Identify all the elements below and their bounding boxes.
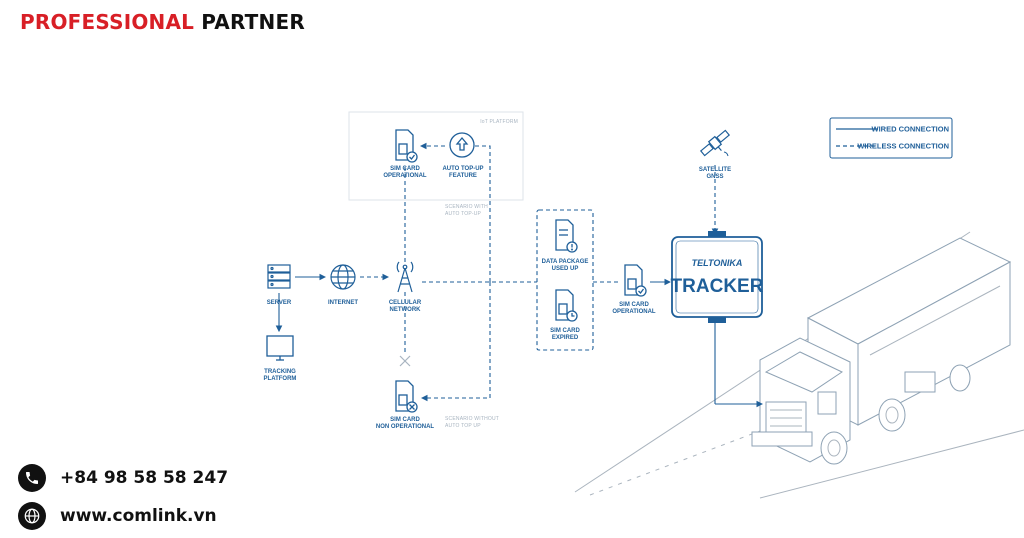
tracking-platform-node: TRACKING PLATFORM <box>264 335 297 382</box>
server-node: SERVER <box>267 264 292 306</box>
legend-wireless-label: WIRELESS CONNECTION <box>857 142 949 151</box>
scenario-without-line2: AUTO TOP UP <box>445 423 481 429</box>
sim-card-operational-top: SIM CARD OPERATIONAL <box>383 129 427 179</box>
brand-partner: PARTNER <box>201 10 305 34</box>
tracker-name: TRACKER <box>671 276 764 297</box>
sim-expired-line2: EXPIRED <box>552 335 579 341</box>
legend: WIRED CONNECTION WIRELESS CONNECTION <box>829 117 953 159</box>
phone-icon <box>18 464 46 492</box>
truck-illustration <box>574 231 1024 499</box>
internet-label: INTERNET <box>328 300 358 306</box>
iot-platform-group: IoT PLATFORM <box>348 111 524 201</box>
auto-topup-feature: AUTO TOP-UP FEATURE <box>442 132 484 179</box>
sim-card-icon <box>395 380 418 413</box>
tracker-brand: TELTONIKA <box>692 258 743 268</box>
page-header: PROFESSIONAL PARTNER <box>20 10 305 34</box>
sim-card-icon <box>624 264 647 297</box>
server-label: SERVER <box>267 300 292 306</box>
legend-wired-label: WIRED CONNECTION <box>872 125 950 134</box>
internet-node: INTERNET <box>328 264 358 306</box>
sim-card-non-operational: SIM CARD NON OPERATIONAL <box>376 380 435 430</box>
document-alert-icon <box>555 219 578 253</box>
sim-card-operational-right: SIM CARD OPERATIONAL <box>612 264 656 315</box>
sim-operational-right-line2: OPERATIONAL <box>612 309 656 315</box>
satellite-icon <box>699 129 731 157</box>
data-package-line1: DATA PACKAGE <box>542 259 589 265</box>
sim-card-icon <box>395 129 418 163</box>
website-contact[interactable]: www.comlink.vn <box>18 502 217 530</box>
auto-topup-line1: AUTO TOP-UP <box>442 166 483 172</box>
globe-icon <box>330 264 356 290</box>
iot-platform-label: IoT PLATFORM <box>480 119 518 125</box>
satellite-line1: SATELLITE <box>699 167 731 173</box>
sim-non-operational-line2: NON OPERATIONAL <box>376 424 435 430</box>
sim-operational-top-line2: OPERATIONAL <box>383 173 427 179</box>
server-icon <box>267 264 291 289</box>
tracking-line1: TRACKING <box>264 369 296 375</box>
broken-link-icon <box>399 355 411 367</box>
tracking-line2: PLATFORM <box>264 376 297 382</box>
phone-number: +84 98 58 58 247 <box>60 468 229 488</box>
sim-card-icon <box>555 289 578 322</box>
data-package-node: DATA PACKAGE USED UP <box>542 219 589 272</box>
sim-card-expired: SIM CARD EXPIRED <box>550 289 580 341</box>
globe-icon <box>18 502 46 530</box>
sim-non-operational-line1: SIM CARD <box>390 417 420 423</box>
sim-operational-right-line1: SIM CARD <box>619 302 649 308</box>
connections <box>275 142 764 408</box>
scenario-without-line1: SCENARIO WITHOUT <box>445 416 499 422</box>
data-package-line2: USED UP <box>552 266 579 272</box>
sim-expired-line1: SIM CARD <box>550 328 580 334</box>
scenario-with-line1: SCENARIO WITH <box>445 204 488 210</box>
satellite-node: SATELLITE GNSS <box>699 129 731 180</box>
auto-topup-line2: FEATURE <box>449 173 477 179</box>
brand-professional: PROFESSIONAL <box>20 10 195 34</box>
website-url: www.comlink.vn <box>60 506 217 526</box>
sim-operational-top-line1: SIM CARD <box>390 166 420 172</box>
scenario-with-line2: AUTO TOP-UP <box>445 211 482 217</box>
monitor-icon <box>266 335 294 361</box>
satellite-line2: GNSS <box>706 174 723 180</box>
upload-arrow-icon <box>449 132 475 158</box>
teltonika-tracker: TELTONIKA TRACKER <box>671 231 764 323</box>
phone-contact[interactable]: +84 98 58 58 247 <box>18 464 228 492</box>
cellular-network-node: CELLULAR NETWORK <box>389 261 422 313</box>
cellular-line1: CELLULAR <box>389 300 422 306</box>
cellular-line2: NETWORK <box>390 307 422 313</box>
cell-tower-icon <box>396 261 414 293</box>
